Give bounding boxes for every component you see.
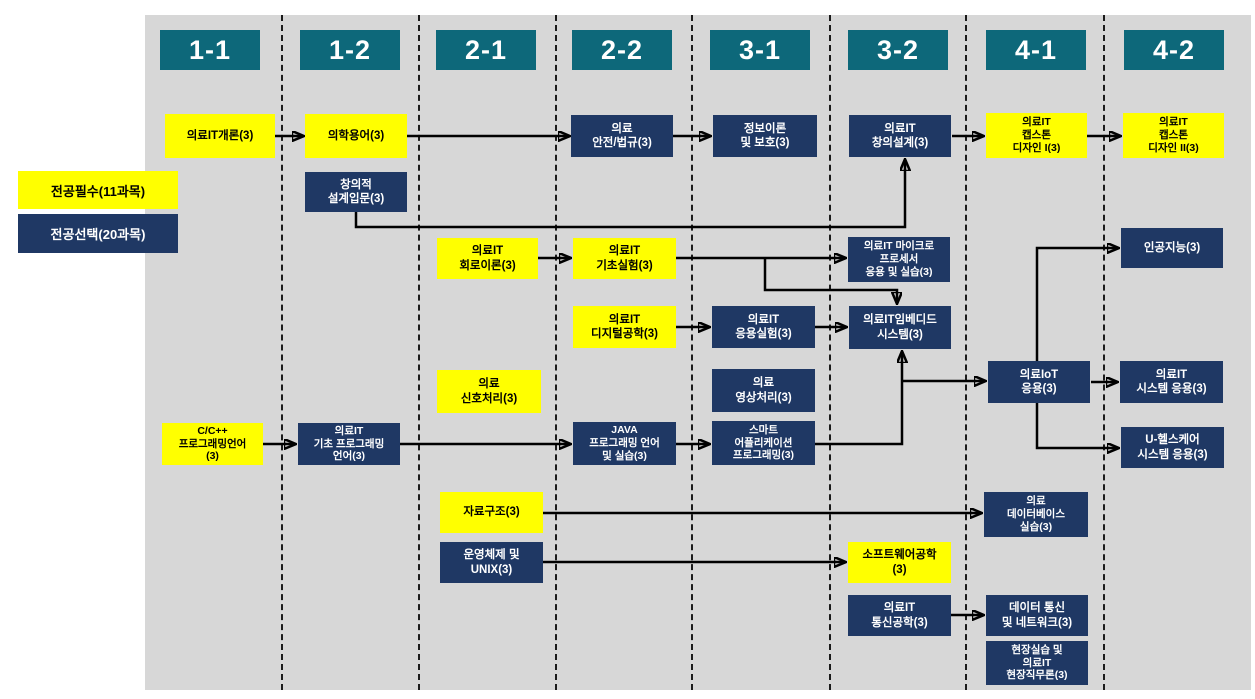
course-medical-it-intro: 의료IT개론(3) [165,114,275,158]
course-system-application: 의료IT 시스템 응용(3) [1120,361,1223,403]
course-smart-application-programming: 스마트 어플리케이션 프로그래밍(3) [712,421,815,465]
semester-header-2-1: 2-1 [436,30,536,70]
semester-header-2-2: 2-2 [572,30,672,70]
column-divider [829,15,831,690]
course-embedded-system: 의료IT임베디드 시스템(3) [849,306,951,349]
course-image-processing: 의료 영상처리(3) [712,369,815,412]
legend-elective: 전공선택(20과목) [18,214,178,253]
course-creative-design-intro: 창의적 설계입문(3) [305,172,407,212]
course-os-unix: 운영체제 및 UNIX(3) [440,542,543,583]
semester-header-4-1: 4-1 [986,30,1086,70]
course-capstone-design-1: 의료IT 캡스톤 디자인 I(3) [986,113,1087,158]
course-medical-safety-regulation: 의료 안전/법규(3) [571,115,673,157]
course-applied-experiment: 의료IT 응용실험(3) [712,306,815,348]
column-divider [555,15,557,690]
course-digital-engineering: 의료IT 디지털공학(3) [573,306,676,348]
course-database-practice: 의료 데이터베이스 실습(3) [984,492,1088,537]
course-medical-it-creative-design: 의료IT 창의설계(3) [849,115,951,157]
column-divider [1103,15,1105,690]
course-artificial-intelligence: 인공지능(3) [1121,228,1223,268]
course-java-programming: JAVA 프로그래밍 언어 및 실습(3) [573,422,676,465]
course-basic-experiment: 의료IT 기초실험(3) [573,238,676,279]
course-medical-terminology: 의학용어(3) [305,114,407,158]
course-communication-engineering: 의료IT 통신공학(3) [848,595,951,636]
semester-header-1-2: 1-2 [300,30,400,70]
column-divider [691,15,693,690]
column-divider [418,15,420,690]
course-circuit-theory: 의료IT 회로이론(3) [437,238,538,279]
column-divider [965,15,967,690]
course-medical-iot-application: 의료IoT 응용(3) [988,361,1090,403]
semester-header-3-1: 3-1 [710,30,810,70]
course-uhealthcare-system: U-헬스케어 시스템 응용(3) [1121,427,1224,468]
course-data-structure: 자료구조(3) [440,492,543,533]
course-capstone-design-2: 의료IT 캡스톤 디자인 II(3) [1123,113,1224,158]
semester-header-1-1: 1-1 [160,30,260,70]
course-software-engineering: 소프트웨어공학 (3) [848,542,951,583]
semester-header-3-2: 3-2 [848,30,948,70]
course-signal-processing: 의료 신호처리(3) [437,370,541,413]
course-info-theory-protection: 정보이론 및 보호(3) [713,115,817,157]
course-cpp-programming: C/C++ 프로그래밍언어 (3) [162,423,263,465]
course-data-communication-network: 데이터 통신 및 네트워크(3) [986,595,1088,636]
semester-header-4-2: 4-2 [1124,30,1224,70]
column-divider [281,15,283,690]
legend-required: 전공필수(11과목) [18,171,178,209]
course-microprocessor-practice: 의료IT 마이크로 프로세서 응용 및 실습(3) [848,237,950,282]
course-field-practice: 현장실습 및 의료IT 현장직무론(3) [986,641,1088,685]
course-basic-programming: 의료IT 기초 프로그래밍 언어(3) [298,423,400,465]
